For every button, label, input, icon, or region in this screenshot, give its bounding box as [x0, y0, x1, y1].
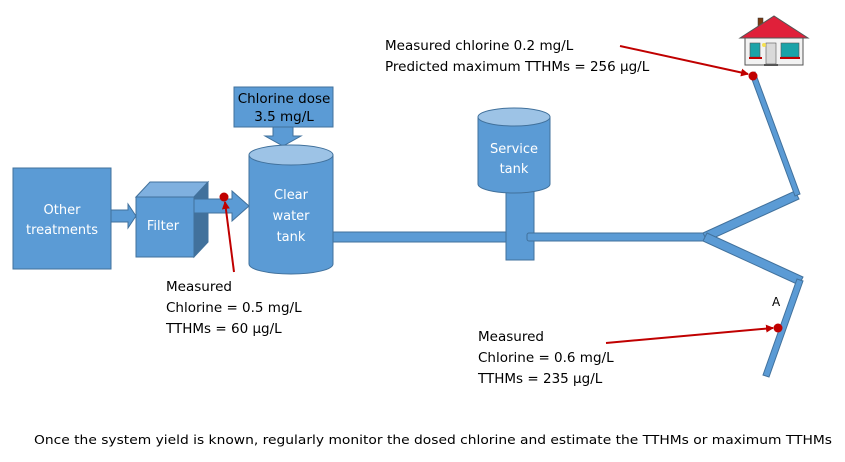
caption: Once the system yield is known, regularl…: [34, 432, 832, 447]
after-filter-tthms: TTHMs = 60 µg/L: [165, 321, 282, 337]
pointer-point-a: [605, 324, 774, 344]
branch-upper-diagonal: [702, 190, 800, 242]
service-tank: Service tank: [477, 107, 551, 261]
house-icon: [738, 15, 810, 66]
other-treatments-box: Other treatments: [12, 167, 112, 270]
after-filter-title: Measured: [166, 279, 232, 295]
branch-lower-vertical: [762, 278, 804, 378]
clear-water-tank: Clear water tank: [248, 144, 334, 275]
clear-water-tank-label-3: tank: [277, 230, 306, 245]
after-filter-chlorine: Chlorine = 0.5 mg/L: [166, 300, 302, 316]
pointer-after-filter: [221, 201, 235, 273]
point-a-tthms: TTHMs = 235 µg/L: [477, 371, 603, 387]
filter-label: Filter: [147, 219, 180, 234]
other-treatments-label-2: treatments: [26, 223, 98, 238]
house-chlorine-text: Measured chlorine 0.2 mg/L: [385, 38, 574, 54]
house-tthms-text: Predicted maximum TTHMs = 256 µg/L: [385, 59, 650, 75]
flow-arrow-to-tank: [193, 189, 250, 223]
other-treatments-label-1: Other: [44, 203, 82, 218]
branch-lower-diagonal: [702, 232, 804, 286]
branch-upper-vertical: [749, 71, 801, 197]
main-pipe-2: [526, 232, 706, 242]
sample-point-house: [748, 71, 758, 81]
clear-water-tank-label-1: Clear: [274, 188, 309, 203]
sample-point-after-filter: [219, 192, 229, 202]
pointer-house: [619, 45, 749, 77]
chlorine-dose-label: Chlorine dose: [238, 91, 331, 107]
main-pipe-1: [332, 231, 508, 243]
filter-cube: Filter: [134, 180, 210, 259]
chlorine-dose-value: 3.5 mg/L: [254, 109, 314, 125]
flow-arrow-to-filter: [110, 202, 137, 230]
distribution-network: [702, 71, 804, 378]
chlorine-dose-callout: Chlorine dose 3.5 mg/L: [233, 86, 334, 147]
clear-water-tank-label-2: water: [272, 209, 310, 224]
service-tank-label-2: tank: [500, 162, 529, 177]
point-a-chlorine: Chlorine = 0.6 mg/L: [478, 350, 614, 366]
point-a-title: Measured: [478, 329, 544, 345]
point-a-label: A: [772, 295, 781, 309]
sample-point-a: [773, 323, 783, 333]
service-tank-label-1: Service: [490, 142, 538, 157]
